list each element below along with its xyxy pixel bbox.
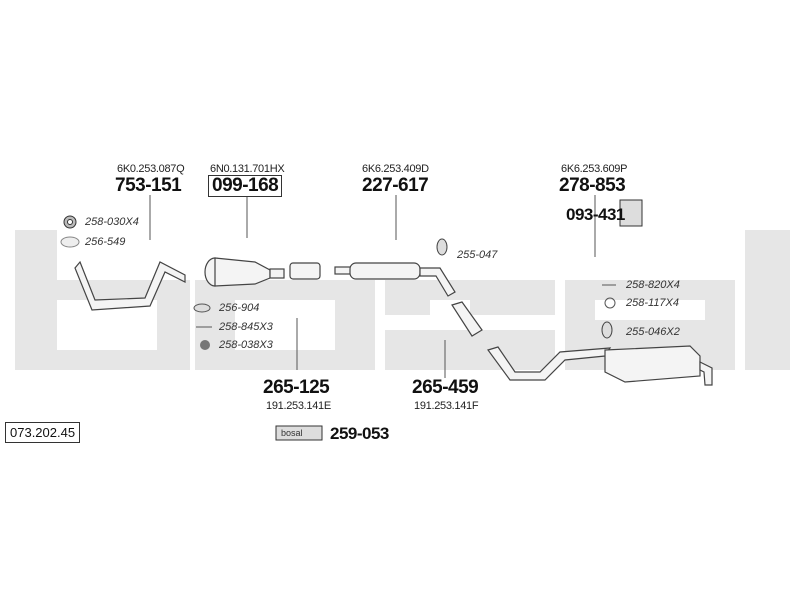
ring-gasket-icon [193, 303, 211, 313]
accessory-label[interactable]: 255-047 [457, 249, 498, 261]
hanger-icon [619, 199, 643, 227]
oem-number: 6N0.131.701HX [210, 163, 285, 175]
leader-lines [149, 195, 596, 378]
accessory-label[interactable]: 258-030X4 [85, 216, 139, 228]
diagram-reference: 073.202.45 [5, 422, 81, 443]
oem-number: 6K6.253.609P [561, 163, 628, 175]
accessory-label[interactable]: 258-820X4 [626, 279, 680, 291]
washer-icon [604, 297, 616, 309]
part-number[interactable]: 278-853 [559, 175, 626, 196]
oem-number: 191.253.141E [266, 400, 331, 412]
mounting-kit-number[interactable]: 259-053 [330, 424, 389, 443]
hanger-part-number[interactable]: 093-431 [566, 205, 625, 224]
catalytic-converter [204, 257, 285, 287]
oem-number: 191.253.141F [414, 400, 479, 412]
part-number[interactable]: 753-151 [115, 175, 182, 196]
rubber-hanger-icon [436, 238, 613, 339]
spring-nut-icon [200, 340, 210, 350]
center-silencer [334, 262, 456, 297]
part-number[interactable]: 099-168 [208, 175, 283, 197]
accessory-label[interactable]: 255-046X2 [626, 326, 680, 338]
front-pipe [74, 260, 186, 311]
part-number[interactable]: 265-459 [412, 377, 479, 398]
nut-icon [63, 215, 77, 229]
connector [451, 301, 483, 337]
gasket-icon [60, 236, 80, 248]
rear-silencer [487, 345, 713, 386]
oem-number: 6K6.253.409D [362, 163, 429, 175]
accessory-label[interactable]: 258-038X3 [219, 339, 273, 351]
mounting-kit-box-icon [275, 425, 323, 441]
oem-number: 6K0.253.087Q [117, 163, 185, 175]
accessory-label[interactable]: 258-845X3 [219, 321, 273, 333]
part-number[interactable]: 265-125 [263, 377, 330, 398]
accessory-label[interactable]: 256-549 [85, 236, 126, 248]
accessory-label[interactable]: 258-117X4 [626, 297, 680, 309]
accessory-label[interactable]: 256-904 [219, 302, 260, 314]
part-number[interactable]: 227-617 [362, 175, 429, 196]
clamp [289, 262, 321, 280]
mounting-kit-logo: bosal [281, 428, 303, 438]
